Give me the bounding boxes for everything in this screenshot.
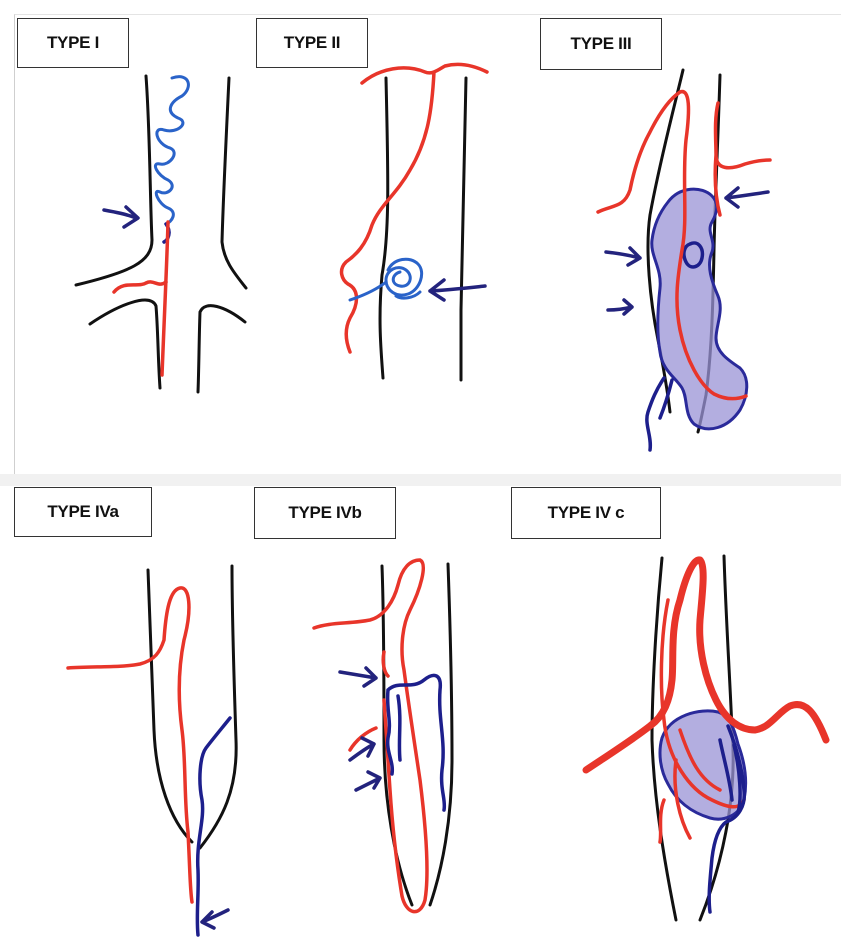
type-i-vessel-lower-right: [198, 306, 245, 392]
type-ii-vein-nidus: [350, 259, 422, 300]
type-ivb-red-artery: [314, 560, 427, 912]
type-iii-arrow-middle: [606, 248, 640, 265]
type-iva-illustration: [68, 566, 236, 935]
type-ivb-illustration: [314, 560, 452, 912]
type-iii-arrow-top: [726, 188, 768, 207]
type-ii-illustration: [342, 64, 487, 380]
type-iii-draining-vein: [647, 378, 672, 450]
type-i-vessel-left-wall: [76, 76, 152, 285]
type-i-vessel-lower-left: [90, 300, 160, 388]
type-i-illustration: [76, 76, 246, 392]
type-iva-vessel-right-wall: [200, 566, 236, 848]
type-iva-red-artery: [68, 588, 192, 902]
type-i-vessel-right-wall: [222, 78, 246, 288]
type-ii-arrow: [430, 280, 485, 300]
type-ivb-arrow-middle: [350, 738, 374, 760]
type-i-arrow: [104, 207, 138, 227]
type-ivc-illustration: [586, 556, 826, 920]
type-ii-vessel-left-wall: [380, 78, 388, 378]
type-ii-vessel-right-wall: [461, 78, 466, 380]
type-iii-red-artery-right: [715, 103, 770, 215]
type-ivb-arrow-top: [340, 668, 376, 686]
type-iii-illustration: [598, 70, 770, 450]
type-iva-arrow: [202, 910, 228, 928]
type-i-tortuous-vein: [155, 77, 188, 224]
type-ivc-sac: [660, 711, 746, 819]
type-i-red-artery: [162, 222, 168, 375]
type-iii-arrow-bottom: [608, 300, 632, 314]
type-i-red-branch: [114, 282, 166, 292]
type-ivb-arrow-bottom: [356, 772, 380, 790]
